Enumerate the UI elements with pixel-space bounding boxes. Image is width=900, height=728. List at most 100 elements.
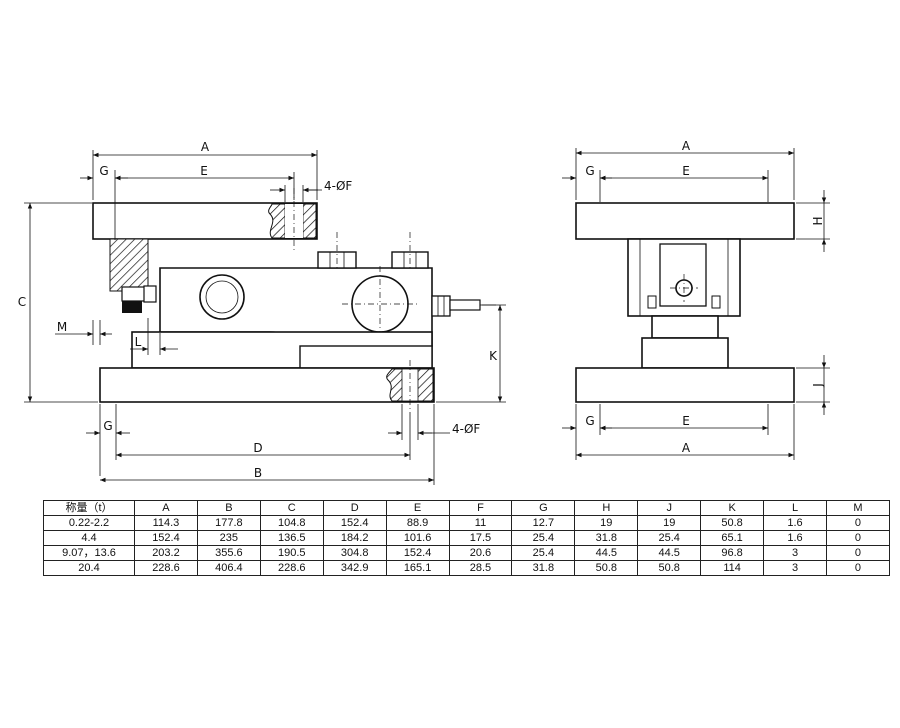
table-cell: 17.5 xyxy=(448,530,513,546)
header-E: E xyxy=(385,500,450,516)
table-cell: 136.5 xyxy=(259,530,324,546)
table-cell: 0 xyxy=(825,530,891,546)
header-B: B xyxy=(196,500,261,516)
table-cell: 20.4 xyxy=(43,560,135,576)
table-cell: 50.8 xyxy=(637,560,702,576)
table-cell: 101.6 xyxy=(385,530,450,546)
table-cell: 3 xyxy=(763,545,827,561)
header-capacity: 称量（t） xyxy=(43,500,135,516)
dim-label-E-top: E xyxy=(200,164,208,178)
table-cell: 28.5 xyxy=(448,560,513,576)
header-H: H xyxy=(574,500,639,516)
table-cell: 25.4 xyxy=(637,530,702,546)
table-cell: 96.8 xyxy=(700,545,765,561)
header-K: K xyxy=(700,500,765,516)
dim-label-L: L xyxy=(135,335,142,349)
dim-label-G-bottom: G xyxy=(103,419,112,433)
side-dim-label-A-bottom: A xyxy=(682,441,691,455)
table-cell: 114.3 xyxy=(134,515,198,531)
dim-label-F-bottom: 4-ØF xyxy=(452,422,480,436)
table-cell: 25.4 xyxy=(511,530,576,546)
table-cell: 104.8 xyxy=(259,515,324,531)
header-L: L xyxy=(763,500,827,516)
dim-label-B: B xyxy=(254,466,262,480)
table-cell: 1.6 xyxy=(763,515,827,531)
table-cell: 0.22-2.2 xyxy=(43,515,135,531)
table-row: 4.4 152.4 235 136.5 184.2 101.6 17.5 25.… xyxy=(43,530,891,546)
table-cell: 114 xyxy=(700,560,765,576)
table-cell: 0 xyxy=(825,515,891,531)
table-cell: 50.8 xyxy=(574,560,639,576)
table-cell: 65.1 xyxy=(700,530,765,546)
front-cable-connector xyxy=(431,295,496,317)
table-cell: 20.6 xyxy=(448,545,513,561)
table-row: 0.22-2.2 114.3 177.8 104.8 152.4 88.9 11… xyxy=(43,515,891,531)
dimension-table: 称量（t） A B C D E F G H J K L M 0.22-2.2 1… xyxy=(43,500,891,576)
table-cell: 304.8 xyxy=(322,545,387,561)
table-row: 9.07，13.6 203.2 355.6 190.5 304.8 152.4 … xyxy=(43,545,891,561)
table-cell: 4.4 xyxy=(43,530,135,546)
side-dim-label-A-top: A xyxy=(682,139,691,153)
side-top-plate xyxy=(575,202,795,240)
front-nut-left xyxy=(317,232,357,270)
dim-label-G-top: G xyxy=(99,164,108,178)
table-cell: 152.4 xyxy=(134,530,198,546)
table-cell: 177.8 xyxy=(196,515,261,531)
table-cell: 25.4 xyxy=(511,545,576,561)
dim-label-M: M xyxy=(57,320,67,334)
table-cell: 228.6 xyxy=(259,560,324,576)
header-J: J xyxy=(637,500,702,516)
header-C: C xyxy=(259,500,324,516)
table-cell: 3 xyxy=(763,560,827,576)
table-cell: 190.5 xyxy=(259,545,324,561)
table-cell: 235 xyxy=(196,530,261,546)
side-dim-label-G-top: G xyxy=(585,164,594,178)
table-cell: 9.07，13.6 xyxy=(43,545,135,561)
dim-label-A: A xyxy=(201,140,210,154)
table-cell: 12.7 xyxy=(511,515,576,531)
side-view: A G E H J G E A xyxy=(562,139,830,460)
front-view: A G E 4-ØF C M L xyxy=(18,140,506,485)
header-A: A xyxy=(134,500,198,516)
header-D: D xyxy=(322,500,387,516)
dim-label-C: C xyxy=(18,295,26,309)
table-cell: 406.4 xyxy=(196,560,261,576)
front-left-bolt xyxy=(121,286,147,302)
side-dim-label-H: H xyxy=(811,216,825,225)
table-cell: 0 xyxy=(825,560,891,576)
table-cell: 50.8 xyxy=(700,515,765,531)
table-cell: 342.9 xyxy=(322,560,387,576)
table-cell: 165.1 xyxy=(385,560,450,576)
header-F: F xyxy=(448,500,513,516)
table-cell: 88.9 xyxy=(385,515,450,531)
table-cell: 44.5 xyxy=(574,545,639,561)
front-nut-right xyxy=(391,232,429,270)
table-cell: 152.4 xyxy=(322,515,387,531)
header-M: M xyxy=(825,500,891,516)
table-cell: 203.2 xyxy=(134,545,198,561)
table-cell: 11 xyxy=(448,515,513,531)
side-dim-label-E-bottom: E xyxy=(682,414,690,428)
side-dim-label-J: J xyxy=(811,383,825,388)
table-header-row: 称量（t） A B C D E F G H J K L M xyxy=(43,500,891,516)
dim-label-F-top: 4-ØF xyxy=(324,179,352,193)
dim-label-D: D xyxy=(253,441,262,455)
table-cell: 355.6 xyxy=(196,545,261,561)
table-cell: 19 xyxy=(637,515,702,531)
table-cell: 184.2 xyxy=(322,530,387,546)
table-cell: 31.8 xyxy=(511,560,576,576)
table-cell: 44.5 xyxy=(637,545,702,561)
table-cell: 1.6 xyxy=(763,530,827,546)
side-dim-label-G-bottom: G xyxy=(585,414,594,428)
table-cell: 19 xyxy=(574,515,639,531)
side-pedestal xyxy=(651,315,719,339)
front-base-plate xyxy=(99,367,435,403)
table-cell: 31.8 xyxy=(574,530,639,546)
side-dim-label-E-top: E xyxy=(682,164,690,178)
table-cell: 0 xyxy=(825,545,891,561)
side-base-plate xyxy=(575,367,795,403)
header-G: G xyxy=(511,500,576,516)
table-cell: 228.6 xyxy=(134,560,198,576)
front-left-block xyxy=(109,238,149,292)
